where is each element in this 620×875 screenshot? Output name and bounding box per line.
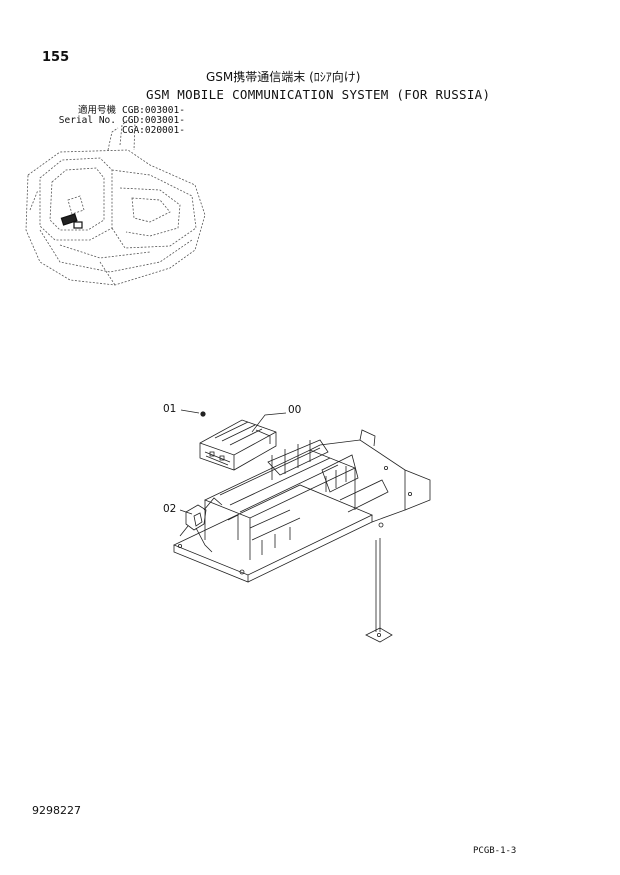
serial-range-cga: CGA:020001- [122,125,185,136]
leader-lines [179,409,287,515]
gsm-unit-00 [199,419,277,471]
serial-range-cgd: CGD:003001- [122,115,185,126]
gsm-location-marker [60,213,83,229]
callout-00: 00 [288,404,302,416]
page-number: 155 [42,50,70,65]
serial-applicability: 適用号機 CGB:003001- Serial No. CGD:003001- CG… [40,106,185,136]
sheet-reference: PCGB-1-3 [473,846,517,856]
document-number: 9298227 [32,804,81,817]
page-title-english: GSM MOBILE COMMUNICATION SYSTEM (FOR RUS… [146,87,491,102]
page-title-japanese: GSM携帯通信端末 (ﾛｼｱ向け) [206,70,361,84]
harness-02 [179,497,223,553]
main-assembly-drawing [173,409,431,643]
machine-location-thumbnail [25,117,206,286]
serial-label-english: Serial No. [58,115,116,126]
screw-01 [200,411,206,417]
mounting-frame [173,429,431,643]
serial-label-japanese: 適用号機 [77,105,116,116]
serial-range-cgb: CGB:003001- [122,105,185,116]
callout-01: 01 [163,403,177,415]
callout-02: 02 [163,503,177,515]
